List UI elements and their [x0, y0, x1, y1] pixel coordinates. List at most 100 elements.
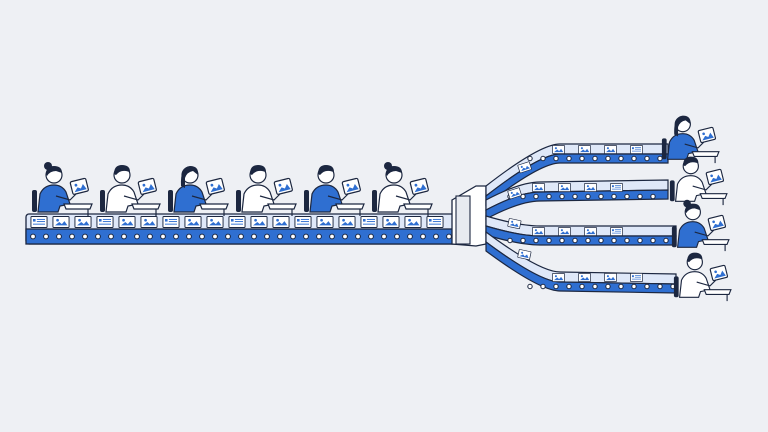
- belt-roller: [605, 155, 611, 162]
- worker: [100, 165, 161, 216]
- belt-roller: [433, 233, 439, 240]
- text-lines-icon: [30, 216, 48, 228]
- belt-roller: [186, 233, 192, 240]
- image-icon: [382, 216, 400, 228]
- image-icon: [603, 145, 618, 154]
- main-conveyor-belt: [25, 213, 457, 245]
- text-lines-icon: [294, 216, 312, 228]
- image-icon: [577, 145, 592, 154]
- belt-roller: [251, 233, 257, 240]
- worker: [661, 115, 720, 164]
- image-icon: [709, 264, 729, 282]
- belt-roller: [329, 233, 335, 240]
- belt-roller: [611, 193, 617, 200]
- image-icon: [531, 227, 546, 236]
- image-icon: [707, 214, 727, 232]
- image-icon: [583, 183, 598, 192]
- belt-roller: [147, 233, 153, 240]
- belt-roller: [264, 233, 270, 240]
- belt-roller: [368, 233, 374, 240]
- worker: [304, 165, 365, 216]
- belt-roller: [381, 233, 387, 240]
- belt-roller: [527, 155, 533, 162]
- belt-roller: [69, 233, 75, 240]
- image-icon: [697, 126, 717, 144]
- worker: [236, 165, 297, 216]
- belt-roller: [303, 233, 309, 240]
- belt-roller: [611, 237, 617, 244]
- belt-roller: [95, 233, 101, 240]
- worker: [673, 252, 732, 302]
- image-icon: [272, 216, 290, 228]
- text-lines-icon: [360, 216, 378, 228]
- image-icon: [316, 216, 334, 228]
- belt-roller: [559, 237, 565, 244]
- belt-roller: [579, 283, 585, 290]
- worker: [372, 162, 433, 216]
- belt-roller: [540, 155, 546, 162]
- belt-roller: [173, 233, 179, 240]
- belt-roller: [566, 283, 572, 290]
- image-icon: [140, 216, 158, 228]
- belt-roller: [546, 193, 552, 200]
- downstream-workers: [661, 115, 732, 302]
- belt-roller: [585, 237, 591, 244]
- image-icon: [557, 227, 572, 236]
- image-icon: [705, 168, 725, 186]
- belt-roller: [394, 233, 400, 240]
- belt-roller: [657, 283, 663, 290]
- image-icon: [551, 145, 566, 154]
- belt-rollers: [30, 233, 452, 240]
- branch-conveyors: [485, 143, 677, 294]
- image-icon: [557, 183, 572, 192]
- text-lines-icon: [162, 216, 180, 228]
- belt-roller: [618, 283, 624, 290]
- belt-roller: [553, 155, 559, 162]
- belt-roller: [225, 233, 231, 240]
- belt-roller: [134, 233, 140, 240]
- belt-roller: [618, 155, 624, 162]
- image-icon: [205, 177, 225, 195]
- image-icon: [118, 216, 136, 228]
- belt-roller: [592, 283, 598, 290]
- image-icon: [250, 216, 268, 228]
- belt-roller: [637, 237, 643, 244]
- belt-roller: [631, 155, 637, 162]
- belt-roller: [108, 233, 114, 240]
- belt-roller: [520, 193, 526, 200]
- belt-roller: [559, 193, 565, 200]
- image-icon: [69, 177, 89, 195]
- belt-roller: [56, 233, 62, 240]
- belt-roller: [520, 237, 526, 244]
- belt-roller: [663, 237, 669, 244]
- image-icon: [184, 216, 202, 228]
- belt-roller: [657, 155, 663, 162]
- image-icon: [206, 216, 224, 228]
- image-icon: [52, 216, 70, 228]
- belt-roller: [598, 193, 604, 200]
- belt-roller: [290, 233, 296, 240]
- image-icon: [338, 216, 356, 228]
- text-lines-icon: [629, 145, 644, 154]
- belt-roller: [121, 233, 127, 240]
- belt-roller: [212, 233, 218, 240]
- belt-roller: [566, 155, 572, 162]
- belt-roller: [579, 155, 585, 162]
- worker: [168, 166, 229, 216]
- belt-roller: [507, 237, 513, 244]
- belt-roller: [585, 193, 591, 200]
- image-icon: [404, 216, 422, 228]
- belt-roller: [30, 233, 36, 240]
- belt-roller: [644, 155, 650, 162]
- belt-roller: [533, 237, 539, 244]
- image-icon: [409, 177, 429, 195]
- text-lines-icon: [96, 216, 114, 228]
- belt-roller: [637, 193, 643, 200]
- belt-roller: [533, 193, 539, 200]
- belt-roller: [546, 237, 552, 244]
- belt-roller: [238, 233, 244, 240]
- belt-roller: [446, 233, 452, 240]
- belt-roller: [342, 233, 348, 240]
- belt-roller: [650, 237, 656, 244]
